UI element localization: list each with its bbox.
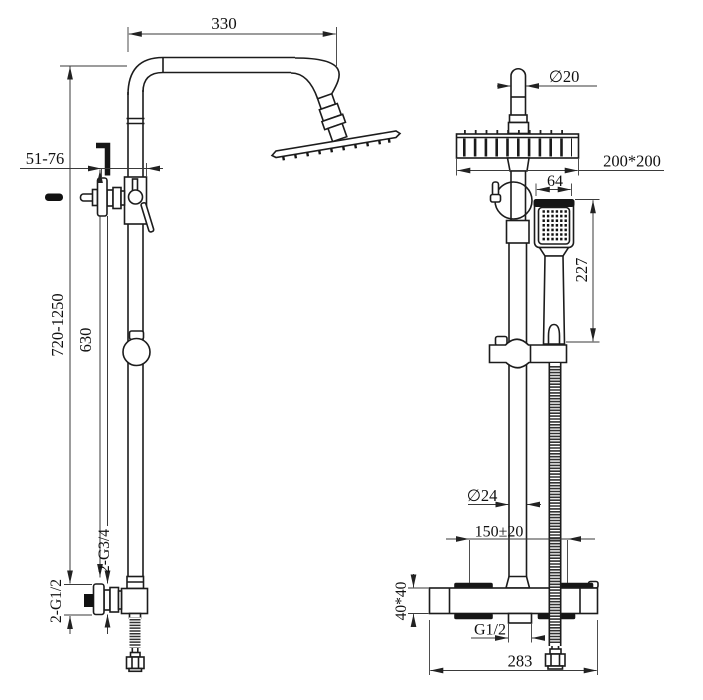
dim-riser-diameter-label: ∅24: [467, 486, 498, 505]
overhead-shower-side: [270, 130, 402, 161]
valve-outlet-stub: [507, 612, 533, 624]
dim-riser-length-label: 630: [76, 328, 95, 353]
wall-flange-top: [96, 177, 108, 217]
valve-bar-body: [428, 587, 599, 615]
dim-valve-length-label: 283: [508, 652, 533, 671]
hose-nut-front: [544, 653, 566, 667]
hose-nut-side: [125, 656, 145, 670]
dim-inlet-centers-label: 150±20: [475, 524, 524, 541]
hose-front: [544, 363, 566, 670]
wall-bracket-hook: [96, 142, 111, 176]
diverter-lever: [140, 201, 155, 233]
thermostatic-valve: [428, 575, 599, 624]
dim-overall-height-label: 720-1250: [48, 293, 67, 356]
nozzle-ticks: [282, 138, 391, 161]
dim-handset-length-label: 227: [572, 258, 591, 283]
shower-arm: [127, 56, 340, 99]
valve-knob-side: [84, 594, 94, 607]
supply-stub: [45, 193, 63, 201]
dim-outlet-thread-label: G1/2: [474, 622, 506, 639]
wall-flange-bottom: [92, 583, 105, 616]
dim-hose-thread-label: 2-G3/4: [96, 529, 113, 573]
left-view-dimension-underlayer: [60, 65, 127, 616]
dimension-labels: 330 51-76 720-1250 630 2-G3/4 2-G1/2 ∅20…: [26, 14, 661, 671]
head-swivel-joint: [316, 92, 348, 143]
dimension-lines: [20, 27, 664, 675]
handheld-shower: [533, 199, 575, 345]
dim-top-pipe-diameter-label: ∅20: [549, 67, 580, 86]
dim-wall-distance-label: 51-76: [26, 149, 65, 168]
riser-pipe-front: [505, 68, 530, 577]
diverter-valve-side: [79, 176, 155, 233]
side-view: [45, 56, 402, 673]
dim-overhead-shower-label: 200*200: [603, 152, 661, 171]
dim-arm-width-label: 330: [211, 14, 237, 33]
overhead-shower-front: [455, 130, 580, 172]
bottom-valve-side: [84, 575, 149, 673]
dim-wall-thread-label: 2-G1/2: [48, 579, 65, 623]
valve-body-side: [120, 587, 149, 615]
handset-spray-dots: [542, 210, 569, 241]
dim-valve-section-label: 40*40: [393, 581, 410, 620]
handset-handle: [542, 255, 566, 345]
slider-bracket-front: [488, 335, 568, 369]
front-view: [428, 68, 599, 670]
dim-handset-width-label: 64: [547, 173, 563, 190]
slider-holder-side: [122, 330, 151, 367]
